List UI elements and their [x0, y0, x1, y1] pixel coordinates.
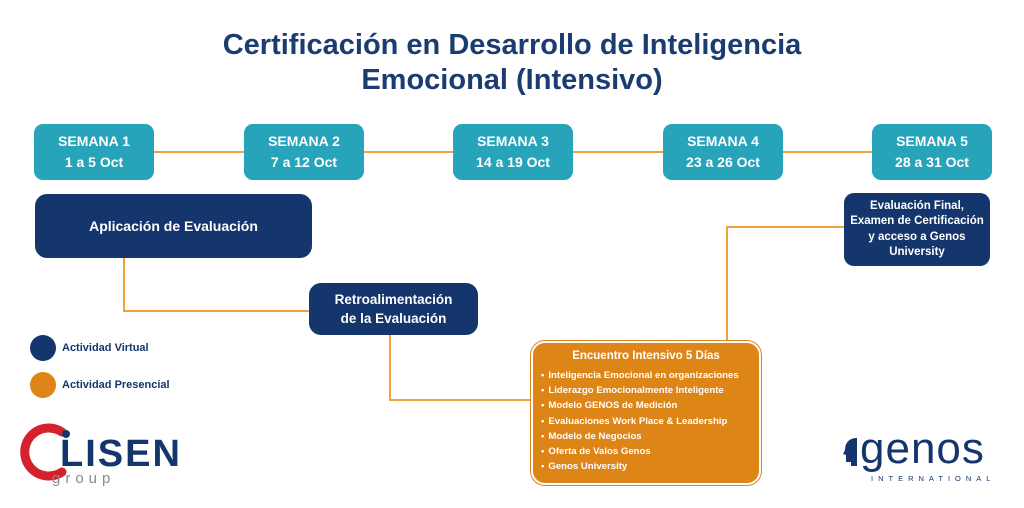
activity-label-line-2: Examen de Certificación — [850, 215, 984, 227]
activity-encuentro-intensivo: Encuentro Intensivo 5 Días Inteligencia … — [531, 341, 761, 485]
activity-label-line-4: University — [889, 246, 945, 258]
legend-presencial-label: Actividad Presencial — [62, 379, 170, 391]
week-name: SEMANA 4 — [687, 133, 759, 149]
intensive-topic: Liderazgo Emocionalmente Inteligente — [541, 383, 759, 398]
week-box-2: SEMANA 2 7 a 12 Oct — [244, 124, 364, 180]
genos-logo-text: genos — [860, 424, 985, 473]
week-box-3: SEMANA 3 14 a 19 Oct — [453, 124, 573, 180]
title-line-2: Emocional (Intensivo) — [361, 64, 663, 96]
legend-presencial-dot — [30, 372, 56, 398]
genos-logo-subtext: INTERNATIONAL — [871, 474, 996, 483]
intensive-title: Encuentro Intensivo 5 Días — [572, 350, 720, 362]
week-dates: 1 a 5 Oct — [64, 154, 124, 170]
week-dates: 28 a 31 Oct — [895, 154, 969, 170]
activity-label-line-3: y acceso a Genos — [868, 230, 966, 243]
connector-aplicacion-retro — [123, 258, 125, 311]
lisen-logo-subtext: group — [52, 470, 116, 487]
intensive-topic: Genos University — [541, 459, 759, 474]
week-dates: 14 a 19 Oct — [476, 154, 550, 170]
week-name: SEMANA 5 — [896, 133, 968, 149]
intensive-topic: Modelo GENOS de Medición — [541, 398, 759, 413]
intensive-topic: Modelo de Negocios — [541, 429, 759, 444]
activity-aplicacion-evaluacion: Aplicación de Evaluación — [35, 194, 312, 258]
activity-retroalimentacion: Retroalimentación de la Evaluación — [309, 283, 478, 335]
intensive-topic: Inteligencia Emocional en organizaciones — [541, 368, 759, 383]
connector-retro-intensive — [389, 335, 391, 400]
connector-retro-intensive — [389, 399, 532, 401]
intensive-topic: Oferta de Valos Genos — [541, 444, 759, 459]
week-box-1: SEMANA 1 1 a 5 Oct — [34, 124, 154, 180]
intensive-topic: Evaluaciones Work Place & Leadership — [541, 414, 759, 429]
week-box-4: SEMANA 4 23 a 26 Oct — [663, 124, 783, 180]
week-box-5: SEMANA 5 28 a 31 Oct — [872, 124, 992, 180]
week-name: SEMANA 1 — [58, 133, 130, 149]
week-dates: 7 a 12 Oct — [270, 154, 338, 170]
week-dates: 23 a 26 Oct — [686, 154, 760, 170]
activity-label: Aplicación de Evaluación — [89, 218, 258, 234]
activity-label-line-1: Evaluación Final, — [870, 199, 964, 212]
week-name: SEMANA 2 — [268, 133, 340, 149]
activity-evaluacion-final: Evaluación Final, Examen de Certificació… — [844, 193, 990, 266]
activity-label-line-2: de la Evaluación — [340, 311, 447, 326]
connector-intensive-final — [726, 226, 728, 342]
connector-aplicacion-retro — [123, 310, 309, 312]
legend-virtual-label: Actividad Virtual — [62, 342, 149, 354]
activity-label-line-1: Retroalimentación — [334, 292, 453, 307]
page-title: Certificación en Desarrollo de Inteligen… — [0, 28, 1024, 98]
lisen-logo-icon — [20, 423, 70, 481]
intensive-topic-list: Inteligencia Emocional en organizaciones… — [533, 368, 759, 474]
lisen-logo-text: LISEN — [60, 433, 182, 475]
legend-virtual-dot — [30, 335, 56, 361]
week-name: SEMANA 3 — [477, 133, 549, 149]
connector-intensive-final — [726, 226, 844, 228]
title-line-1: Certificación en Desarrollo de Inteligen… — [222, 29, 802, 61]
genos-head-icon — [843, 438, 857, 466]
